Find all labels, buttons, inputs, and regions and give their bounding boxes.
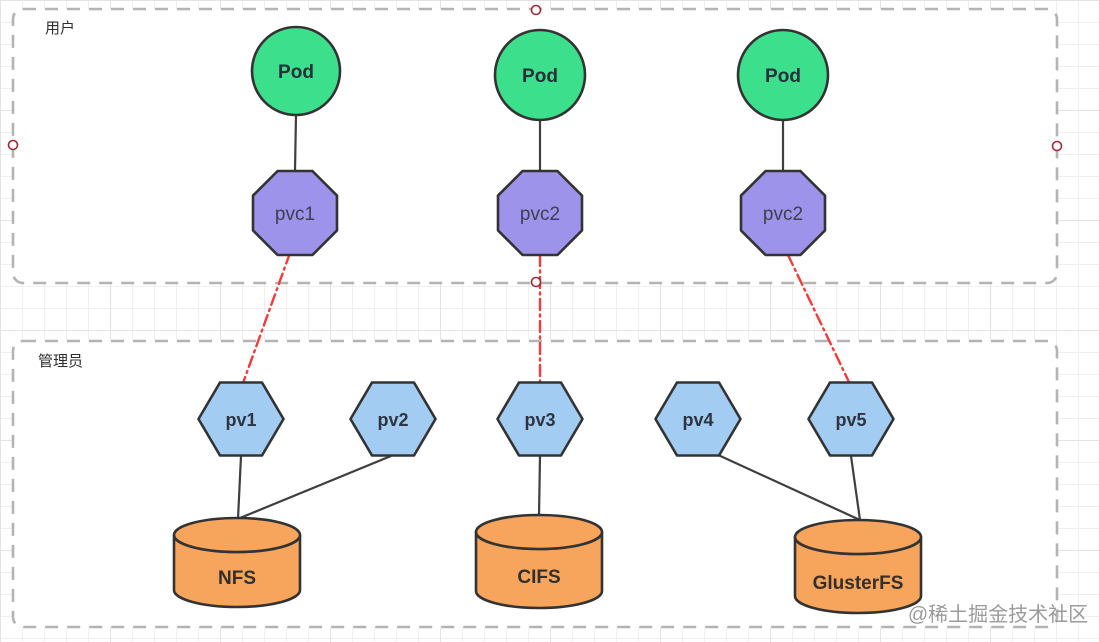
pvc-node-1[interactable] (251, 169, 339, 257)
edge-pv1-nfs[interactable] (236, 455, 243, 520)
pod-node-group-2: Pod (493, 28, 587, 122)
pvc-node-3[interactable] (739, 169, 827, 257)
pod-node-3[interactable] (736, 28, 830, 122)
edge-pod1-pvc1[interactable] (293, 114, 298, 172)
storage-label-cifs: CIFS (517, 567, 560, 588)
edge-pvc1-pv1[interactable] (241, 251, 292, 385)
pv-node-group-4: pv4 (654, 381, 742, 457)
pvc-label-2: pvc2 (520, 204, 560, 225)
pv-label-4: pv4 (682, 410, 713, 430)
pod-label-2: Pod (522, 66, 558, 87)
pv-node-group-3: pv3 (496, 381, 584, 457)
watermark-text: @稀土掘金技术社区 (908, 603, 1088, 626)
pod-node-1[interactable] (250, 25, 342, 117)
storage-node-group-glusterfs: GlusterFS (793, 518, 923, 615)
pv-node-group-5: pv5 (807, 381, 895, 457)
admin-section-label: 管理员 (38, 353, 83, 370)
pv-node-4[interactable] (654, 381, 742, 457)
anchor-point-bottom-icon[interactable] (530, 276, 542, 288)
pv-node-1[interactable] (197, 381, 285, 457)
pv-node-5[interactable] (807, 381, 895, 457)
pv-node-2[interactable] (349, 381, 437, 457)
pvc-label-1: pvc1 (275, 204, 315, 225)
anchor-point-left-icon[interactable] (7, 139, 19, 151)
storage-label-nfs: NFS (218, 568, 256, 589)
storage-node-group-nfs: NFS (172, 516, 302, 609)
pv-node-group-2: pv2 (349, 381, 437, 457)
pv-node-3[interactable] (496, 381, 584, 457)
pv-label-5: pv5 (835, 410, 866, 430)
edge-pv2-nfs[interactable] (239, 454, 392, 520)
storage-label-glusterfs: GlusterFS (813, 573, 904, 594)
anchor-point-top-icon[interactable] (530, 4, 542, 16)
pvc-node-2[interactable] (496, 169, 584, 257)
pvc-node-group-3: pvc2 (739, 169, 827, 257)
pod-label-3: Pod (765, 66, 801, 87)
user-section-label: 用户 (45, 20, 75, 37)
pvc-node-group-1: pvc1 (251, 169, 339, 257)
pv-node-group-1: pv1 (197, 381, 285, 457)
storage-node-nfs-lid[interactable] (172, 516, 302, 554)
edge-pv3-cifs[interactable] (537, 455, 542, 517)
storage-node-glusterfs-lid[interactable] (793, 518, 923, 556)
pv-label-2: pv2 (377, 410, 408, 430)
pod-node-2[interactable] (493, 28, 587, 122)
pod-label-1: Pod (278, 62, 314, 83)
pod-node-group-3: Pod (736, 28, 830, 122)
anchor-point-right-icon[interactable] (1051, 140, 1063, 152)
edge-pvc2-pv5[interactable] (786, 253, 851, 384)
pv-label-3: pv3 (524, 410, 555, 430)
edge-pv5-glusterfs[interactable] (849, 455, 862, 521)
storage-node-group-cifs: CIFS (474, 513, 604, 610)
storage-node-cifs-lid[interactable] (474, 513, 604, 551)
pv-label-1: pv1 (225, 410, 256, 430)
pvc-label-3: pvc2 (763, 204, 803, 225)
pod-node-group-1: Pod (250, 25, 342, 117)
edge-pv4-glusterfs[interactable] (715, 453, 861, 521)
pvc-node-group-2: pvc2 (496, 169, 584, 257)
